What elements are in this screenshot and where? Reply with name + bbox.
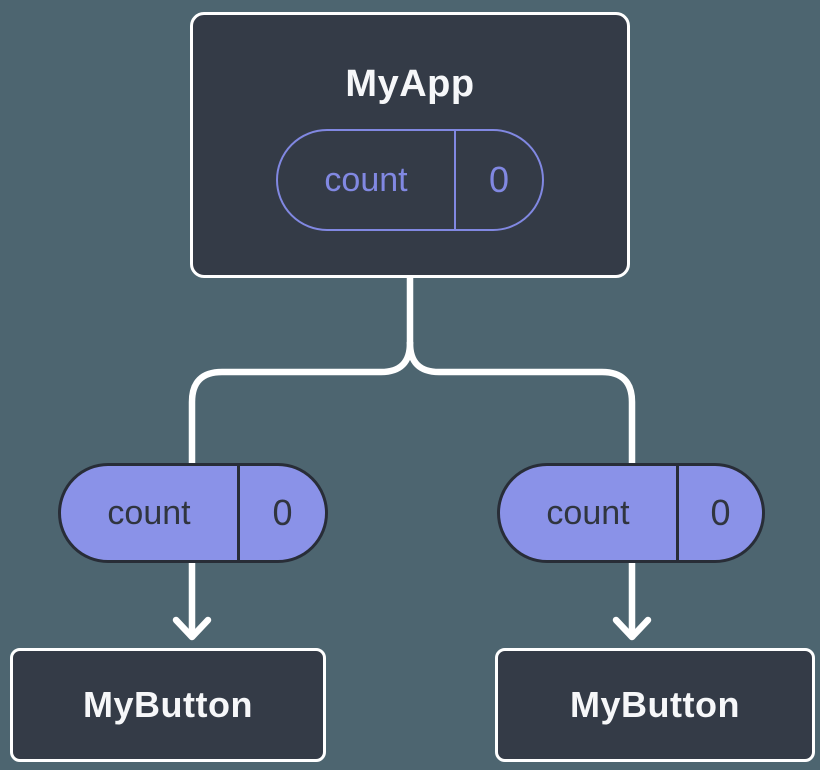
left-child-component-title: MyButton (83, 684, 253, 725)
parent-prop-pill: count 0 (276, 129, 544, 231)
right-child-component-box: MyButton (495, 648, 815, 762)
left-arrowhead-icon (172, 616, 212, 641)
right-child-prop-value: 0 (710, 492, 731, 533)
left-child-prop-name: count (61, 466, 240, 560)
right-child-component-title: MyButton (570, 684, 740, 725)
left-branch-line (188, 339, 414, 470)
left-child-component-box: MyButton (10, 648, 326, 762)
parent-prop-name: count (278, 131, 456, 229)
right-branch-line (406, 339, 636, 470)
left-child-prop-value: 0 (272, 492, 293, 533)
parent-prop-value: 0 (488, 159, 510, 200)
right-arrowhead-icon (612, 616, 652, 641)
left-child-prop-pill: count 0 (58, 463, 328, 563)
parent-component-box: MyApp count 0 (190, 12, 630, 278)
parent-component-title: MyApp (345, 63, 475, 105)
right-child-prop-pill: count 0 (497, 463, 765, 563)
right-child-prop-name: count (500, 466, 679, 560)
